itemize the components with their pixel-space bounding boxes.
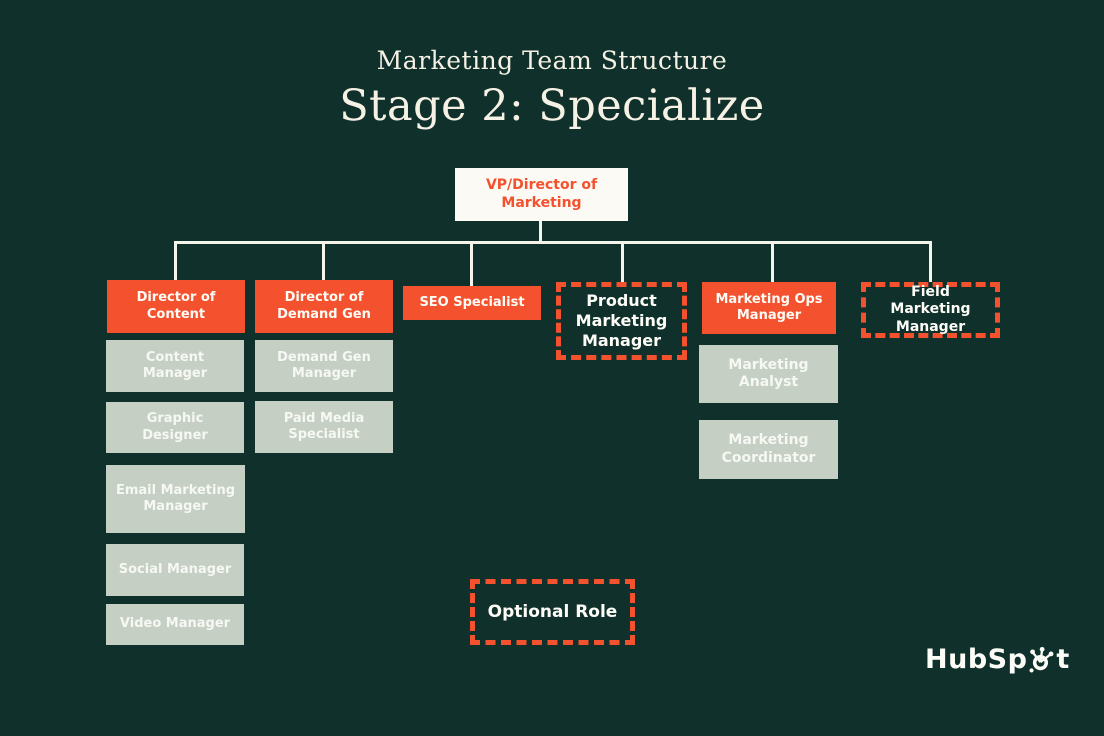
node-marketing-coordinator: Marketing Coordinator xyxy=(699,420,838,479)
node-demand-gen-manager: Demand Gen Manager xyxy=(255,340,393,392)
node-director-of-demand-gen: Director of Demand Gen xyxy=(255,280,393,333)
node-paid-media-specialist: Paid Media Specialist xyxy=(255,401,393,453)
connector-drop-director-of-demand-gen xyxy=(322,241,325,280)
node-seo-specialist: SEO Specialist xyxy=(403,286,541,320)
hubspot-logo-prefix: HubSp xyxy=(925,644,1028,675)
connector-drop-marketing-ops-manager xyxy=(771,241,774,282)
hubspot-sprocket-icon xyxy=(1029,646,1054,673)
connector-horizontal-bar xyxy=(174,241,932,244)
node-video-manager: Video Manager xyxy=(106,604,244,645)
chart-title: Stage 2: Specialize xyxy=(339,81,765,131)
node-email-marketing-manager: Email Marketing Manager xyxy=(106,465,245,533)
node-field-marketing-manager: Field Marketing Manager xyxy=(861,282,1000,338)
node-director-of-content: Director of Content xyxy=(107,280,245,333)
connector-drop-director-of-content xyxy=(174,241,177,280)
connector-drop-field-marketing-manager xyxy=(929,241,932,282)
node-marketing-analyst: Marketing Analyst xyxy=(699,345,838,403)
connector-drop-seo-specialist xyxy=(470,241,473,286)
hubspot-logo-suffix: t xyxy=(1056,644,1070,675)
chart-subtitle: Marketing Team Structure xyxy=(376,46,728,75)
legend-optional-role: Optional Role xyxy=(470,579,635,645)
title-block: Marketing Team Structure Stage 2: Specia… xyxy=(0,46,1104,131)
connector-drop-product-marketing-manager xyxy=(621,241,624,282)
node-product-marketing-manager: Product Marketing Manager xyxy=(556,282,687,360)
node-graphic-designer: Graphic Designer xyxy=(106,402,244,453)
node-marketing-ops-manager: Marketing Ops Manager xyxy=(702,282,836,334)
node-content-manager: Content Manager xyxy=(106,340,244,392)
connector-vp-stub xyxy=(539,221,542,242)
node-social-manager: Social Manager xyxy=(106,544,244,596)
hubspot-logo: HubSp t xyxy=(925,644,1070,675)
node-vp-director-of-marketing: VP/Director of Marketing xyxy=(455,168,628,221)
